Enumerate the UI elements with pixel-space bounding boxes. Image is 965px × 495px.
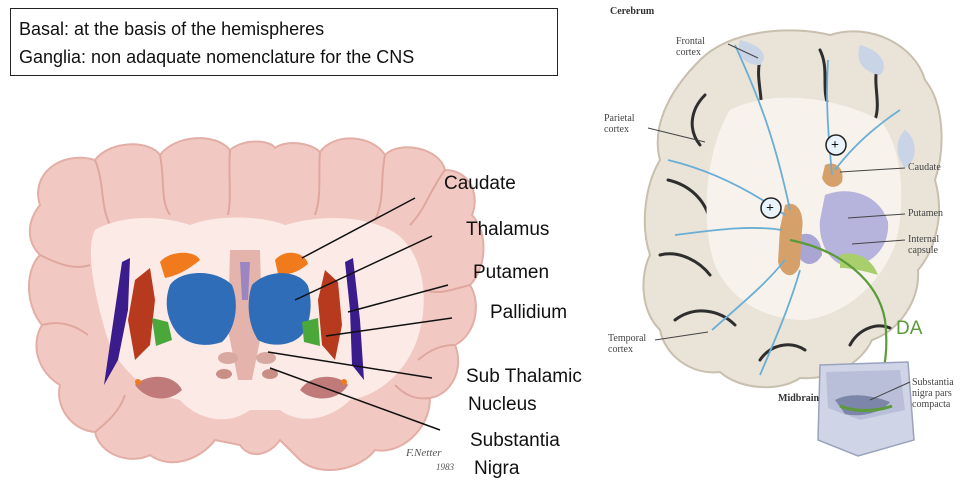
label-nucleus: Nucleus bbox=[468, 394, 537, 416]
label-snc-1: Substantia bbox=[912, 377, 954, 388]
plus-sign-caudate: + bbox=[831, 139, 839, 153]
label-frontal-cortex-1: Frontal bbox=[676, 36, 705, 47]
label-putamen: Putamen bbox=[473, 262, 549, 284]
signature-name: F.Netter bbox=[406, 447, 442, 459]
label-da: DA bbox=[896, 318, 922, 340]
label-putamen-right: Putamen bbox=[908, 208, 943, 219]
label-caudate: Caudate bbox=[444, 173, 516, 195]
artist-signature: F.Netter bbox=[406, 448, 442, 459]
label-cerebrum: Cerebrum bbox=[610, 6, 654, 17]
label-frontal-cortex-2: cortex bbox=[676, 47, 701, 58]
left-thalamus-right bbox=[249, 273, 311, 345]
label-midbrain: Midbrain bbox=[778, 393, 819, 404]
artist-year: 1983 bbox=[436, 462, 454, 473]
label-internal-capsule-2: capsule bbox=[908, 245, 938, 256]
label-snc-2: nigra pars bbox=[912, 388, 952, 399]
label-snc-3: compacta bbox=[912, 399, 950, 410]
label-parietal-cortex-2: cortex bbox=[604, 124, 629, 135]
label-substantia: Substantia bbox=[470, 430, 560, 452]
label-internal-capsule-1: Internal bbox=[908, 234, 939, 245]
label-pallidium: Pallidium bbox=[490, 302, 567, 324]
label-parietal-cortex-1: Parietal bbox=[604, 113, 635, 124]
label-caudate-right: Caudate bbox=[908, 162, 941, 173]
midbrain-section bbox=[818, 362, 914, 456]
plus-sign-putamen: + bbox=[766, 202, 774, 216]
label-sub-thalamic: Sub Thalamic bbox=[466, 366, 582, 388]
label-temporal-cortex-2: cortex bbox=[608, 344, 633, 355]
label-temporal-cortex-1: Temporal bbox=[608, 333, 646, 344]
left-pallidum-right bbox=[302, 318, 320, 346]
label-thalamus: Thalamus bbox=[466, 219, 549, 241]
label-nigra: Nigra bbox=[474, 458, 519, 480]
